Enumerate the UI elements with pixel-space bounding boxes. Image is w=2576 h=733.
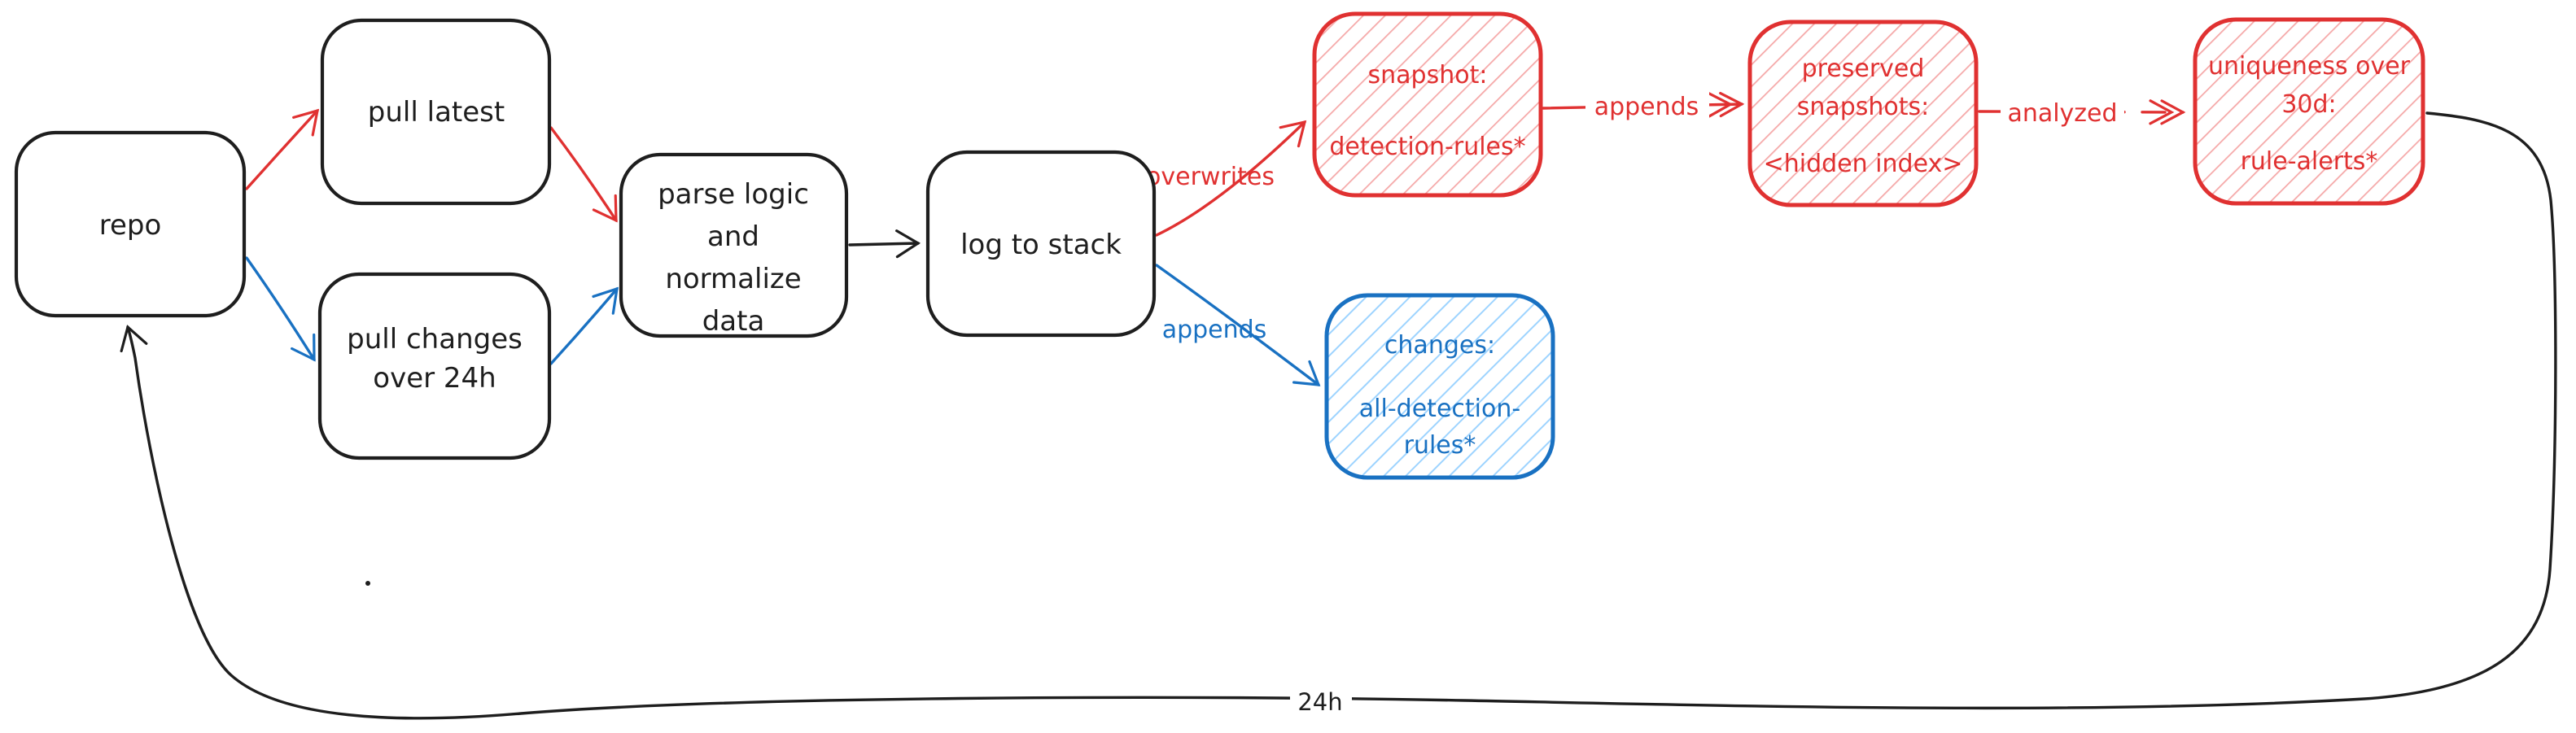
node-log-to-stack[interactable]: log to stack (925, 150, 1157, 338)
node-pull-changes-line1: pull changes (347, 323, 523, 356)
edge-pull-latest-to-parse[interactable] (549, 126, 618, 223)
node-pull-latest-label: pull latest (368, 96, 505, 129)
node-changes-line2: all-detection- (1359, 395, 1520, 423)
node-parse-line2: and (707, 220, 759, 253)
node-parse[interactable]: parse logic and normalize data (619, 152, 849, 338)
edge-repo-to-pull-changes[interactable] (245, 256, 316, 362)
node-parse-line4: data (702, 305, 765, 338)
label-mask (2001, 98, 2124, 129)
edge-snapshot-to-preserved[interactable]: appends (1542, 91, 1745, 122)
node-changes-line3: rules* (1404, 431, 1476, 460)
edge-label-overwrites: overwrites (1146, 163, 1275, 191)
node-repo-label: repo (99, 209, 162, 242)
node-snapshot[interactable]: snapshot: detection-rules* (1312, 11, 1543, 198)
node-parse-line3: normalize (665, 263, 801, 295)
node-pull-latest[interactable]: pull latest (320, 18, 552, 206)
edge-log-to-changes[interactable]: appends (1155, 264, 1321, 386)
node-uniqueness-line1: uniqueness over (2208, 52, 2411, 81)
node-preserved-line2: snapshots: (1797, 93, 1930, 121)
node-preserved-line3: <hidden index> (1764, 150, 1963, 178)
ink-dot (365, 581, 370, 586)
edge-label-appends-preserved: appends (1594, 93, 1699, 121)
edge-log-to-snapshot[interactable]: overwrites (1146, 120, 1307, 237)
node-pull-changes-line2: over 24h (373, 362, 496, 395)
edge-preserved-to-uniqueness[interactable]: analyzed (1978, 98, 2186, 129)
node-preserved-line1: preserved (1802, 55, 1925, 83)
edge-pull-changes-to-parse[interactable] (549, 286, 619, 365)
edge-label-24h: 24h (1297, 688, 1342, 716)
node-log-to-stack-label: log to stack (960, 229, 1122, 261)
node-changes[interactable]: changes: all-detection- rules* (1324, 293, 1555, 480)
node-pull-changes[interactable]: pull changes over 24h (317, 272, 552, 460)
edge-parse-to-log[interactable] (848, 229, 921, 259)
edge-repo-to-pull-latest[interactable] (245, 108, 320, 190)
node-uniqueness-line2: 30d: (2281, 90, 2336, 119)
label-mask (1585, 91, 1709, 122)
node-parse-line1: parse logic (658, 178, 809, 211)
edge-label-analyzed: analyzed (2007, 99, 2117, 128)
node-repo[interactable]: repo (14, 130, 247, 318)
edge-label-appends-changes: appends (1162, 316, 1267, 344)
node-preserved[interactable]: preserved snapshots: <hidden index> (1747, 20, 1979, 207)
edge-loop-uniqueness-to-repo[interactable]: 24h (120, 111, 2557, 720)
label-mask (1290, 687, 1352, 718)
node-snapshot-line1: snapshot: (1368, 61, 1488, 89)
node-snapshot-line2: detection-rules* (1329, 133, 1525, 161)
node-uniqueness[interactable]: uniqueness over 30d: rule-alerts* (2193, 17, 2425, 206)
node-changes-line1: changes: (1384, 331, 1495, 360)
node-uniqueness-line3: rule-alerts* (2241, 147, 2378, 176)
